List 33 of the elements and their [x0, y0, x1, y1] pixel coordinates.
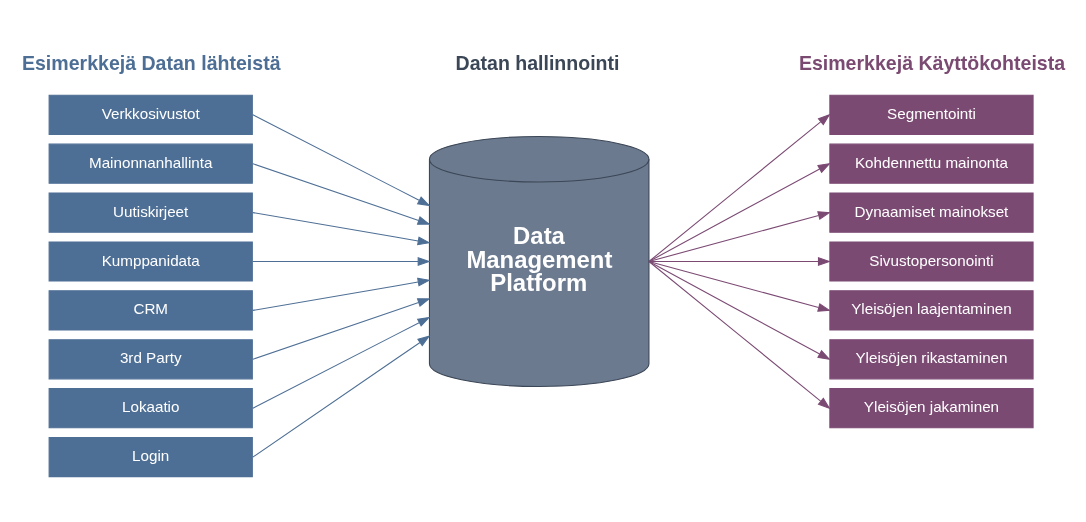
node-box: Lokaatio — [48, 387, 253, 428]
node-box: Segmentointi — [829, 94, 1034, 135]
node-box: Mainonnanhallinta — [48, 143, 253, 184]
label: Esimerkkejä Käyttökohteista — [798, 51, 1066, 74]
node-box: Yleisöjen laajentaminen — [829, 289, 1034, 330]
arrow — [252, 256, 431, 266]
node-box: 3rd Party — [48, 338, 253, 379]
arrow — [648, 113, 831, 262]
node-box: Yleisöjen rikastaminen — [829, 338, 1034, 379]
node-box: Kohdennettu mainonta — [829, 143, 1034, 184]
label: Esimerkkejä Datan lähteistä — [21, 51, 281, 74]
arrow — [648, 260, 831, 409]
node-box: Dynaamiset mainokset — [829, 192, 1034, 233]
node-box: Uutiskirjeet — [48, 192, 253, 233]
node-box: Sivustopersonointi — [829, 240, 1034, 282]
arrow — [252, 277, 431, 311]
node-box: Login — [48, 436, 253, 477]
arrow — [648, 260, 831, 312]
arrow — [648, 256, 831, 266]
arrow — [252, 113, 431, 206]
node-box: Kumppanidata — [48, 240, 253, 282]
arrow — [252, 316, 431, 409]
node-box: Yleisöjen jakaminen — [829, 387, 1034, 428]
arrow — [252, 297, 431, 360]
arrow — [252, 334, 431, 458]
label: Datan hallinnointi — [455, 51, 620, 74]
arrow — [648, 260, 831, 360]
arrow — [648, 162, 831, 262]
node-box: CRM — [48, 289, 253, 330]
node-box: Verkkosivustot — [48, 94, 253, 135]
arrow — [252, 162, 431, 225]
arrow — [648, 210, 831, 262]
arrow — [252, 211, 431, 245]
